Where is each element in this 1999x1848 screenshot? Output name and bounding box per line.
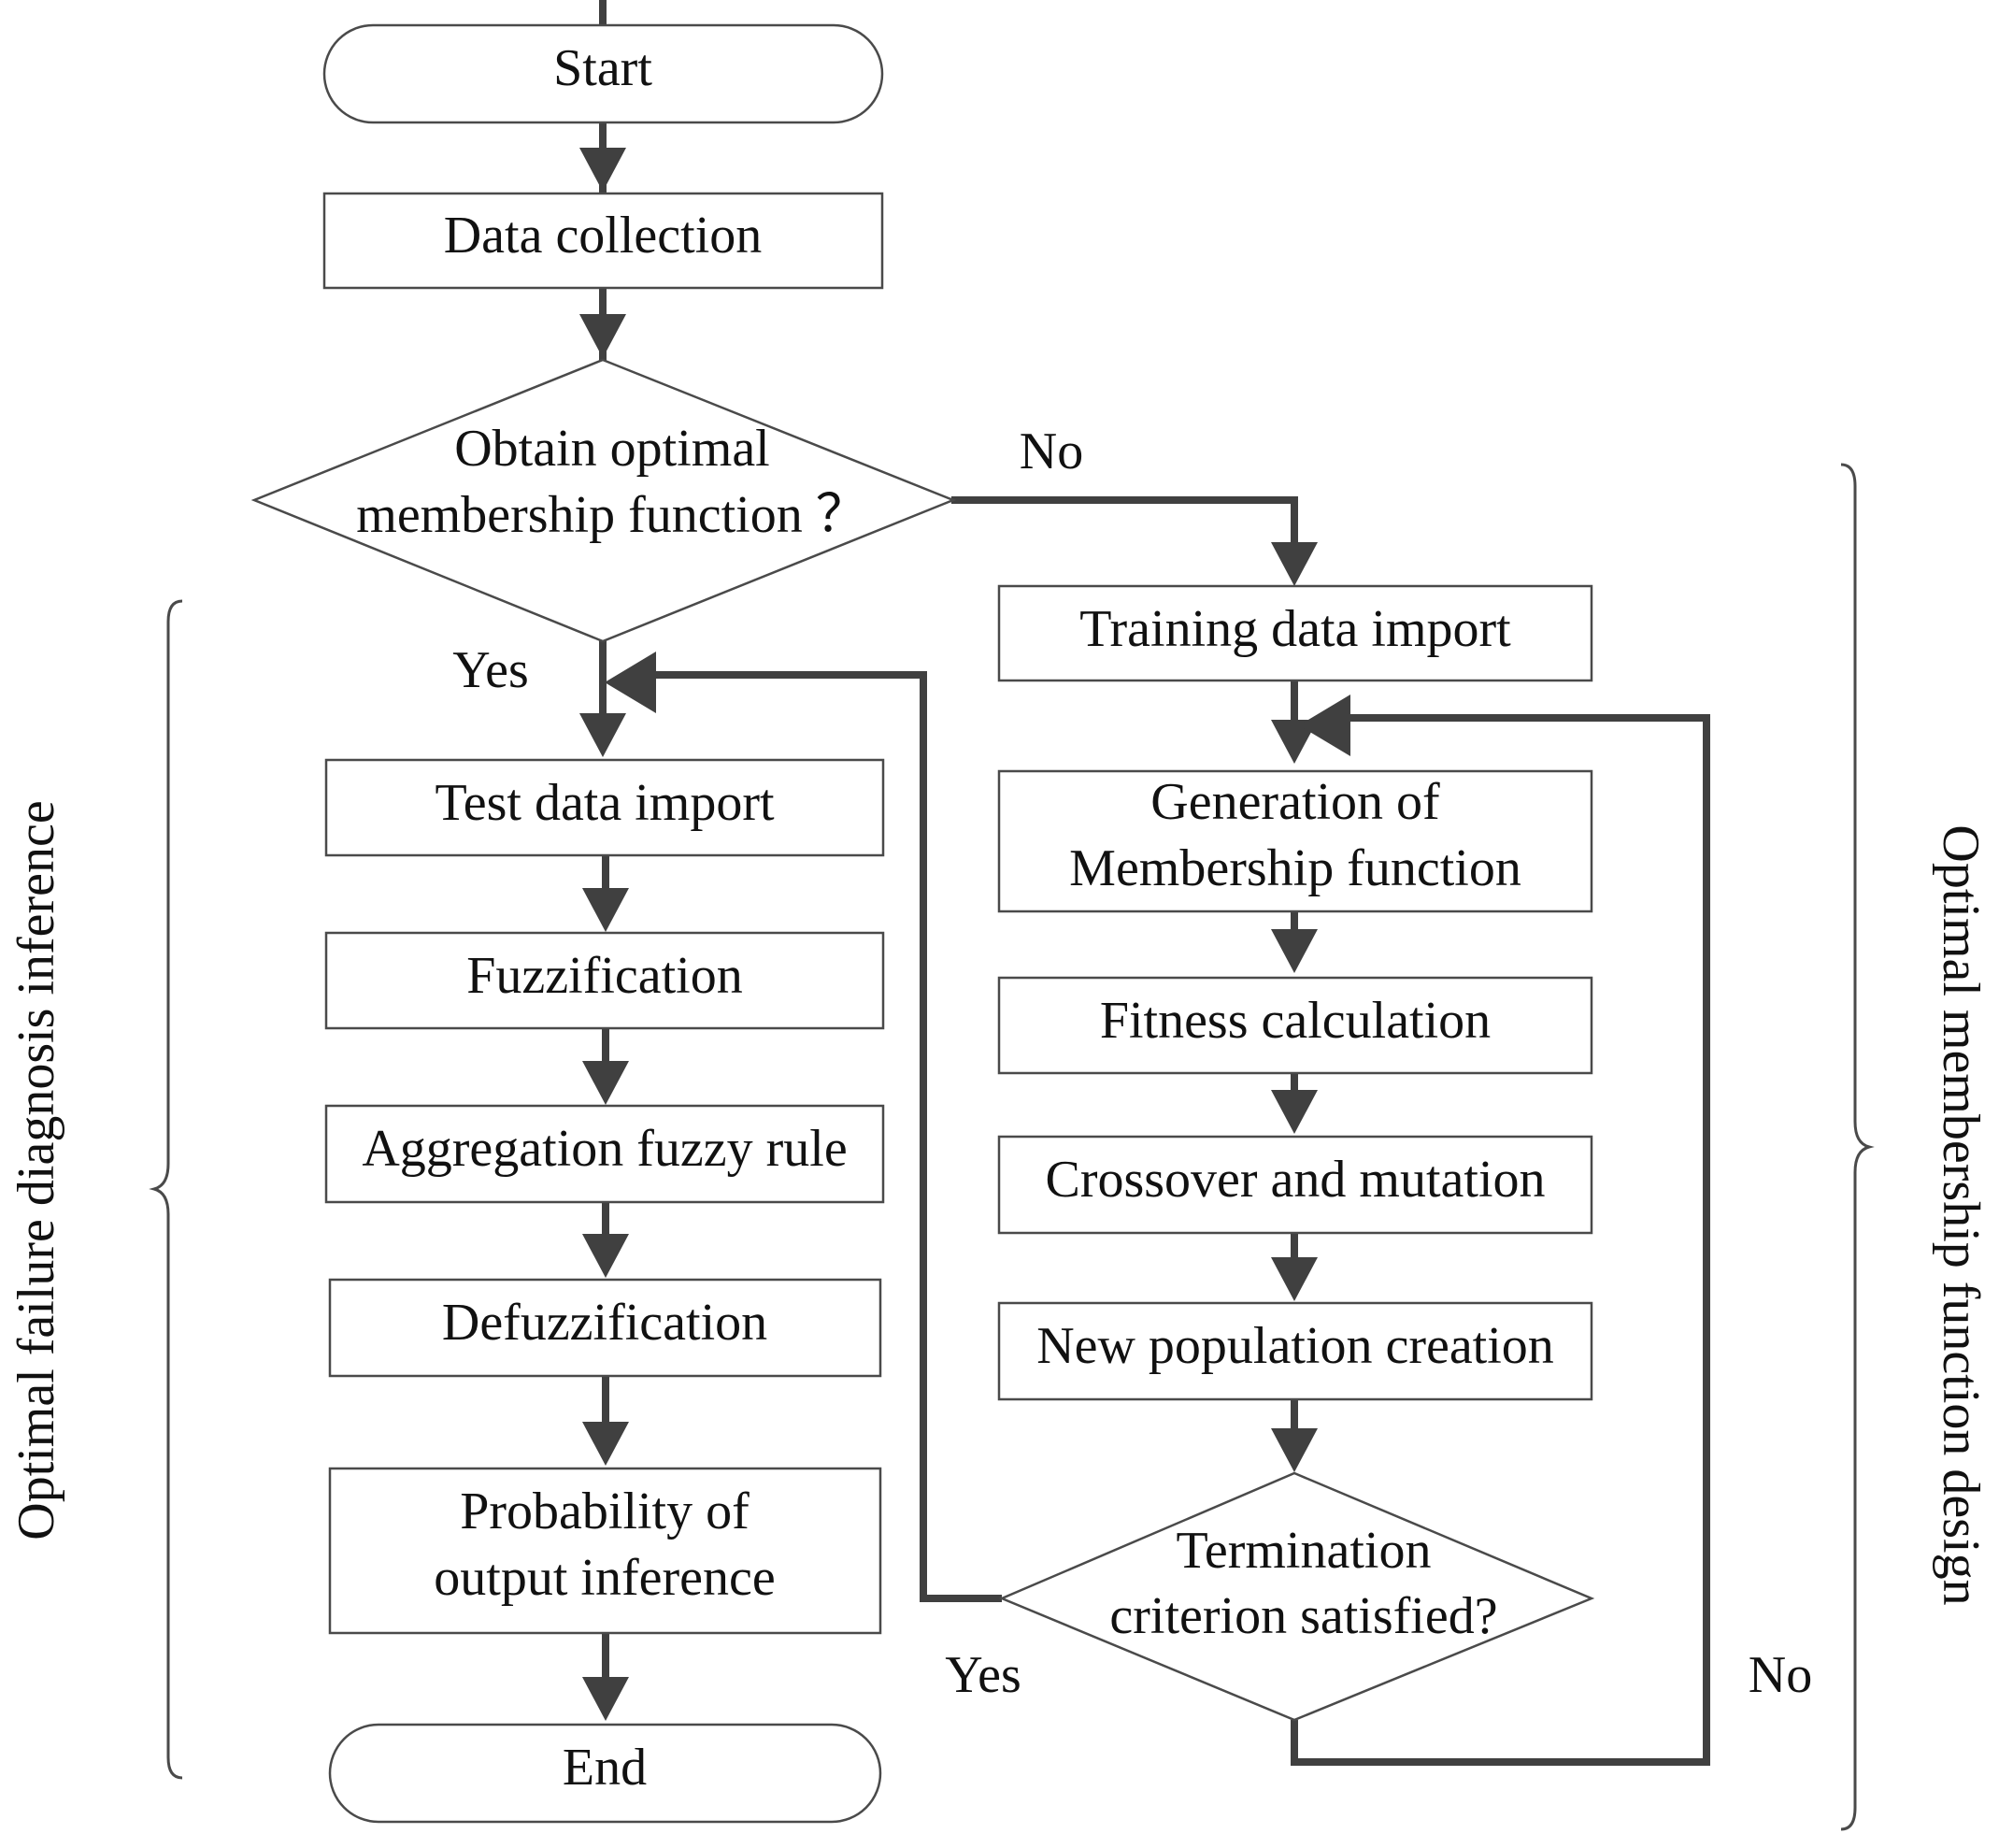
probability-line-1: Probability of — [460, 1483, 750, 1540]
new-population-box: New population creation — [997, 1301, 1593, 1401]
right-group-brace — [1840, 463, 1875, 1831]
edge-decision-no — [951, 496, 1298, 544]
start-label: Start — [553, 39, 652, 97]
generation-line-1: Generation of — [1150, 773, 1440, 831]
fuzzification-label: Fuzzification — [466, 947, 742, 1005]
arrowhead — [582, 1677, 629, 1721]
arrowhead — [582, 888, 629, 932]
new-population-label: New population creation — [1036, 1317, 1554, 1375]
aggregation-label: Aggregation fuzzy rule — [362, 1120, 847, 1178]
test-data-import-box: Test data import — [324, 758, 885, 857]
arrowhead — [1271, 929, 1318, 973]
crossover-label: Crossover and mutation — [1045, 1151, 1545, 1209]
end-terminal: End — [328, 1723, 882, 1824]
decision-1-line-2: membership function ？ — [356, 486, 867, 544]
fitness-calculation-box: Fitness calculation — [997, 976, 1593, 1075]
arrowhead — [1271, 1428, 1318, 1472]
decision-1-no-label: No — [1020, 423, 1083, 480]
left-group-brace — [149, 599, 183, 1780]
arrowhead — [1271, 542, 1318, 586]
data-collection-label: Data collection — [444, 207, 763, 265]
fuzzification-box: Fuzzification — [324, 931, 885, 1030]
connectors — [579, 0, 1710, 1766]
arrowhead — [605, 652, 656, 713]
arrowhead — [1299, 695, 1350, 756]
decision-2-line-1: Termination — [1177, 1522, 1432, 1580]
test-data-import-label: Test data import — [435, 774, 775, 832]
edge-termination-yes — [640, 671, 1002, 1602]
arrowhead — [1271, 1257, 1318, 1301]
start-terminal: Start — [322, 23, 884, 124]
arrowhead — [1271, 720, 1318, 764]
end-label: End — [563, 1739, 647, 1797]
aggregation-fuzzy-rule-box: Aggregation fuzzy rule — [324, 1104, 885, 1204]
generation-line-2: Membership function — [1069, 839, 1521, 897]
defuzzification-label: Defuzzification — [442, 1294, 767, 1352]
right-group-label: Optimal membership function design — [1932, 824, 1990, 1605]
arrowhead — [582, 1061, 629, 1105]
decision-1-yes-label: Yes — [452, 641, 528, 699]
arrowhead — [582, 1422, 629, 1466]
training-data-import-label: Training data import — [1079, 600, 1511, 658]
data-collection-box: Data collection — [322, 192, 884, 290]
arrowhead — [579, 713, 626, 757]
training-data-import-box: Training data import — [997, 584, 1593, 682]
edge-termination-no — [1291, 714, 1710, 1766]
decision-optimal-membership: Obtain optimal membership function ？ — [250, 358, 957, 643]
decision-2-no-label: No — [1749, 1646, 1812, 1704]
crossover-mutation-box: Crossover and mutation — [997, 1135, 1593, 1235]
left-group-label: Optimal failure diagnosis inference — [7, 800, 65, 1540]
decision-termination: Termination criterion satisfied? — [998, 1471, 1595, 1722]
generation-membership-box: Generation of Membership function — [997, 769, 1593, 913]
probability-line-2: output inference — [434, 1549, 775, 1607]
arrowhead — [582, 1234, 629, 1278]
fitness-calculation-label: Fitness calculation — [1100, 992, 1491, 1050]
defuzzification-box: Defuzzification — [328, 1278, 882, 1378]
probability-output-box: Probability of output inference — [328, 1467, 882, 1635]
decision-1-line-1: Obtain optimal — [454, 420, 770, 478]
decision-2-line-2: criterion satisfied? — [1109, 1587, 1497, 1645]
arrowhead — [1271, 1090, 1318, 1134]
decision-2-yes-label: Yes — [945, 1646, 1021, 1704]
